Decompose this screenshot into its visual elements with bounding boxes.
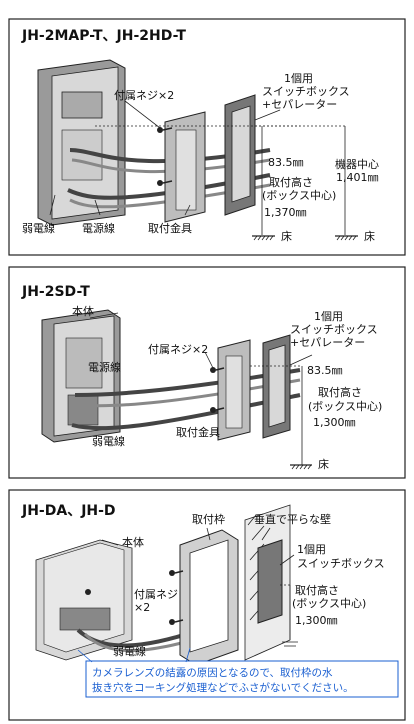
caution-box [85, 660, 399, 698]
label-switchbox-2sd-1: 1個用 [314, 310, 343, 323]
label-frame-da: 取付枠 [192, 512, 225, 526]
label-switchbox-da-2: スイッチボックス [297, 557, 385, 570]
label-wall-da: 垂直で平らな壁 [254, 512, 331, 526]
switch-box-2map [224, 94, 256, 216]
label-power-wire-2sd: 電源線 [88, 360, 121, 374]
label-weak-wire: 弱電線 [22, 221, 55, 235]
screw-icon [210, 367, 225, 413]
cables-2sd [71, 368, 301, 431]
cables-2map [67, 148, 271, 209]
device-da-illustration [35, 539, 133, 661]
switch-box-2sd [262, 334, 291, 439]
label-height-2sd-2: (ボックス中心) [308, 400, 382, 413]
label-bracket: 取付金具 [148, 221, 192, 235]
label-weak-wire-da: 弱電線 [113, 644, 146, 658]
label-height-3: 1,370㎜ [264, 206, 307, 219]
label-dim-83: 83.5㎜ [268, 156, 304, 169]
label-switchbox-2sd-3: +セパレーター [290, 336, 365, 349]
floor-mark-2sd [290, 464, 312, 470]
label-weak-wire-2sd: 弱電線 [92, 434, 125, 448]
panel-da-title: JH-DA、JH-D [21, 503, 116, 519]
label-height-da-1: 取付高さ [295, 583, 339, 597]
screw-icon [157, 127, 173, 186]
label-height-da-3: 1,300㎜ [295, 614, 338, 627]
label-screws-da-1: 付属ネジ [134, 588, 178, 601]
floor-mark-2map [252, 235, 358, 241]
panel-2sd-title: JH-2SD-T [21, 284, 90, 300]
mounting-bracket-2sd [217, 339, 251, 441]
caution-text-1: カメラレンズの結露の原因となるので、取付枠の水 [92, 666, 333, 679]
mounting-frame-da [179, 529, 239, 666]
label-switchbox-2sd-2: スイッチボックス [290, 323, 378, 336]
mounting-bracket-2map [164, 111, 206, 223]
label-center-1: 機器中心 [335, 157, 379, 171]
label-height-2sd-1: 取付高さ [318, 385, 362, 399]
caution-text-2: 抜き穴をコーキング処理などでふさがないでください。 [92, 681, 354, 694]
label-body-da: 本体 [122, 535, 144, 549]
label-power-wire: 電源線 [82, 221, 115, 235]
device-2map-illustration [37, 59, 126, 226]
label-floor-a: 床 [281, 229, 292, 243]
label-dim-2sd: 83.5㎜ [307, 364, 343, 377]
device-2sd-illustration [41, 309, 121, 443]
label-bracket-2sd: 取付金具 [176, 425, 220, 439]
label-body-2sd: 本体 [72, 304, 94, 318]
screw-icon [169, 570, 184, 625]
label-height-da-2: (ボックス中心) [292, 597, 366, 610]
label-screws: 付属ネジ×2 [114, 89, 174, 102]
label-switchbox-1: 1個用 [284, 72, 313, 85]
label-height-2sd-3: 1,300㎜ [313, 416, 356, 429]
label-floor-2sd: 床 [318, 457, 329, 471]
label-switchbox-2: スイッチボックス [262, 85, 350, 98]
label-switchbox-3: +セパレーター [262, 98, 337, 111]
label-screws-da-2: ×2 [134, 601, 150, 614]
label-screws-2sd: 付属ネジ×2 [148, 343, 208, 356]
label-floor-b: 床 [364, 229, 375, 243]
wall-da [244, 504, 291, 661]
panel-2map-title: JH-2MAP-T、JH-2HD-T [21, 28, 186, 44]
label-center-2: 1,401㎜ [336, 171, 379, 184]
label-height-1: 取付高さ [269, 175, 313, 189]
label-height-2: (ボックス中心) [262, 189, 336, 202]
label-switchbox-da-1: 1個用 [297, 543, 326, 556]
